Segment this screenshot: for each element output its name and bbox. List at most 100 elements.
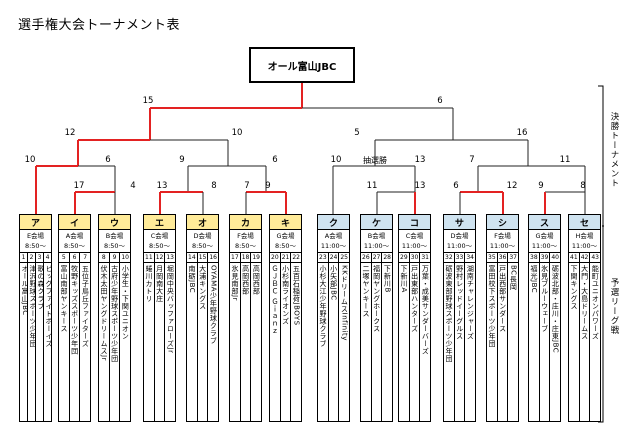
score-label: 9 — [538, 181, 543, 191]
team-number: 40 — [550, 254, 561, 263]
score-label: 6 — [437, 96, 442, 106]
team-number: 5 — [59, 253, 69, 263]
team-name: 野村レッドイーグルス — [455, 265, 464, 340]
score-label: 15 — [143, 96, 154, 106]
team-number: 12 — [154, 254, 165, 263]
team-name: 高岡西部 — [252, 265, 261, 295]
team-name: 下関キングス — [570, 265, 578, 310]
team-name: 下新川B — [383, 265, 392, 293]
team-number: 37 — [508, 254, 519, 263]
team-number: 6 — [69, 253, 80, 263]
team-column: 30 戸出東部ハンターズ — [409, 253, 421, 421]
team-number: 30 — [409, 254, 420, 263]
team-name: BC長岡 — [509, 265, 518, 291]
score-label: 9 — [265, 181, 270, 191]
team-name: 戸出東部ハンターズ — [410, 265, 419, 333]
team-number: 28 — [382, 254, 393, 263]
block-label: オ — [187, 215, 218, 230]
block-venue: E会場 — [26, 232, 45, 240]
side-bracket — [598, 85, 604, 423]
team-number: 19 — [251, 254, 262, 263]
team-number: 39 — [539, 254, 550, 263]
block-time: 8:50〜 — [63, 242, 86, 250]
team-name: 小学生・下関ユニオン — [121, 265, 130, 340]
team-number: 11 — [144, 254, 154, 263]
block-venue: C会場 — [150, 232, 169, 240]
team-number: 43 — [590, 254, 601, 263]
team-column: 28 下新川B — [382, 253, 393, 421]
block-label: エ — [144, 215, 175, 230]
block-label: ス — [529, 215, 560, 230]
score-label: 5 — [354, 128, 359, 138]
block-time: 11:00〜 — [363, 242, 390, 250]
team-number: 15 — [197, 254, 208, 263]
team-name: 五百石稲荷JBOYS — [292, 265, 301, 326]
team-number: 17 — [230, 254, 240, 263]
team-name: 氷見南部Jr — [231, 265, 239, 301]
team-number: 31 — [420, 254, 431, 263]
block-venue: H会場 — [575, 232, 594, 240]
bracket-lines — [35, 82, 586, 214]
team-number: 13 — [165, 254, 176, 263]
team-name: ＧＪＢＣ Ｇｉａｎｚ — [271, 265, 279, 336]
team-number: 35 — [487, 254, 497, 263]
score-label: 12 — [507, 181, 518, 191]
score-label: 10 — [331, 155, 342, 165]
team-name: 南砺JBC — [188, 265, 196, 294]
block-venue: A会場 — [65, 232, 84, 240]
score-label: 8 — [211, 181, 216, 191]
block-label: ク — [318, 215, 349, 230]
team-name: 福岡ヤングホークス — [372, 265, 381, 333]
block-info: A会場 8:50〜 — [59, 230, 90, 253]
block-time: 11:00〜 — [446, 242, 473, 250]
team-number: 26 — [361, 254, 371, 263]
team-column: 41 下関キングス — [569, 253, 580, 421]
block-label: ア — [20, 215, 51, 230]
block-time: 11:00〜 — [531, 242, 558, 250]
block-venue: A会場 — [324, 232, 343, 240]
block-venue: G会場 — [276, 232, 295, 240]
score-label: 7 — [244, 181, 249, 191]
team-number: 36 — [497, 254, 508, 263]
score-label: 4 — [130, 181, 135, 191]
team-number: 18 — [240, 254, 251, 263]
team-number: 32 — [444, 254, 454, 263]
block-time: 8:50〜 — [148, 242, 171, 250]
score-label: 11 — [560, 155, 571, 165]
team-name: KKドリームスInfinity — [340, 265, 349, 341]
block-venue: D会場 — [193, 232, 212, 240]
team-number: 41 — [569, 254, 579, 263]
team-name: 福光JBC — [530, 265, 538, 294]
block-label: イ — [59, 215, 90, 230]
team-name: 大浦キングス — [198, 265, 207, 310]
team-column: 19 高岡西部 — [251, 253, 262, 421]
